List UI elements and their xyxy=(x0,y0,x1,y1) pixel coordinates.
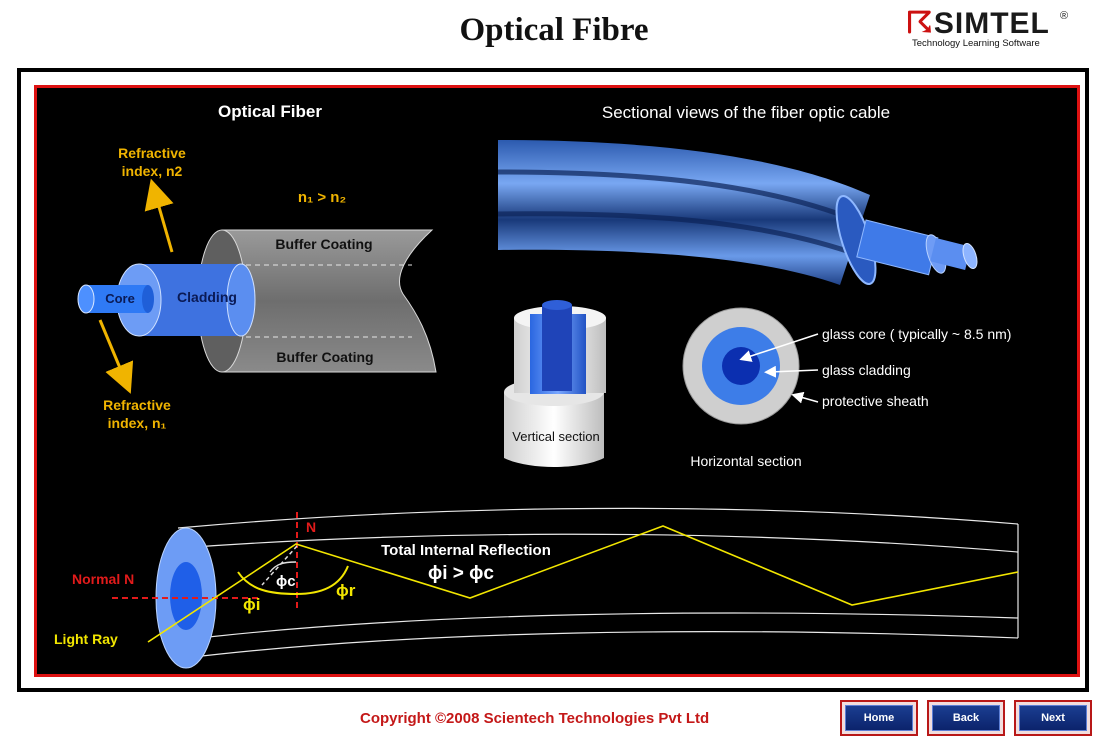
registered-mark: ® xyxy=(1060,10,1069,22)
normal-n-label: N xyxy=(306,519,316,535)
tir-title: Total Internal Reflection xyxy=(381,542,551,559)
refractive-n1-arrow xyxy=(98,319,134,394)
home-button-label: Home xyxy=(845,705,913,731)
curved-fiber-cable xyxy=(497,140,978,285)
light-ray-label: Light Ray xyxy=(54,631,118,647)
normal-n-left-label: Normal N xyxy=(72,571,134,587)
fiber-waveguide xyxy=(177,507,1019,659)
cladding-label: Cladding xyxy=(177,289,237,305)
next-button[interactable]: Next xyxy=(1014,700,1092,736)
refractive-n2-arrow xyxy=(144,178,174,253)
protective-sheath-pointer xyxy=(791,391,819,404)
next-button-label: Next xyxy=(1019,705,1087,731)
critical-angle-line xyxy=(261,545,298,586)
glass-core-pointer xyxy=(739,333,819,362)
core-label: Core xyxy=(105,291,135,306)
light-ray-path xyxy=(147,525,1019,643)
horizontal-section-model xyxy=(682,307,800,425)
page-title: Optical Fibre xyxy=(459,12,649,48)
refractive-relation: n₁ > n₂ xyxy=(298,189,346,206)
phi-i-label: ϕi xyxy=(243,595,260,614)
protective-sheath-label: protective sheath xyxy=(822,393,929,409)
glass-core-label: glass core ( typically ~ 8.5 nm) xyxy=(822,326,1011,342)
sectional-views-title: Sectional views of the fiber optic cable xyxy=(602,103,890,122)
refractive-n1-label-line1: Refractive xyxy=(103,397,171,413)
refractive-n2-label-line1: Refractive xyxy=(118,145,186,161)
logo-wordmark: ☈SIMTEL xyxy=(906,7,1050,40)
refractive-n2-label-line2: index, n2 xyxy=(122,163,183,179)
logo-tagline: Technology Learning Software xyxy=(912,38,1040,49)
buffer-coating-top-label: Buffer Coating xyxy=(275,236,372,252)
glass-cladding-pointer xyxy=(764,365,819,378)
phi-c-label: ϕc xyxy=(276,573,296,590)
glass-cladding-label: glass cladding xyxy=(822,362,911,378)
fiber-title: Optical Fiber xyxy=(218,102,322,121)
vertical-section-model xyxy=(504,300,606,467)
core-cylinder xyxy=(77,284,154,314)
refractive-n1-label-line2: index, n₁ xyxy=(108,415,167,431)
logo-text: SIMTEL xyxy=(933,7,1050,40)
simtel-logo: ☈SIMTEL ® Technology Learning Software xyxy=(906,7,1068,50)
copyright-text: Copyright ©2008 Scientech Technologies P… xyxy=(360,710,710,727)
phi-r-label: ϕr xyxy=(336,581,356,600)
vertical-section-label: Vertical section xyxy=(512,429,599,444)
critical-angle-arc xyxy=(269,561,297,573)
cladding-cylinder xyxy=(116,263,256,337)
back-button-label: Back xyxy=(932,705,1000,731)
home-button[interactable]: Home xyxy=(840,700,918,736)
back-button[interactable]: Back xyxy=(927,700,1005,736)
horizontal-section-label: Horizontal section xyxy=(690,453,801,469)
incidence-angle-arc xyxy=(237,571,297,595)
tir-relation: ϕi > ϕc xyxy=(428,563,494,584)
buffer-coating-bottom-label: Buffer Coating xyxy=(276,349,373,365)
reflection-angle-arc xyxy=(295,565,349,595)
